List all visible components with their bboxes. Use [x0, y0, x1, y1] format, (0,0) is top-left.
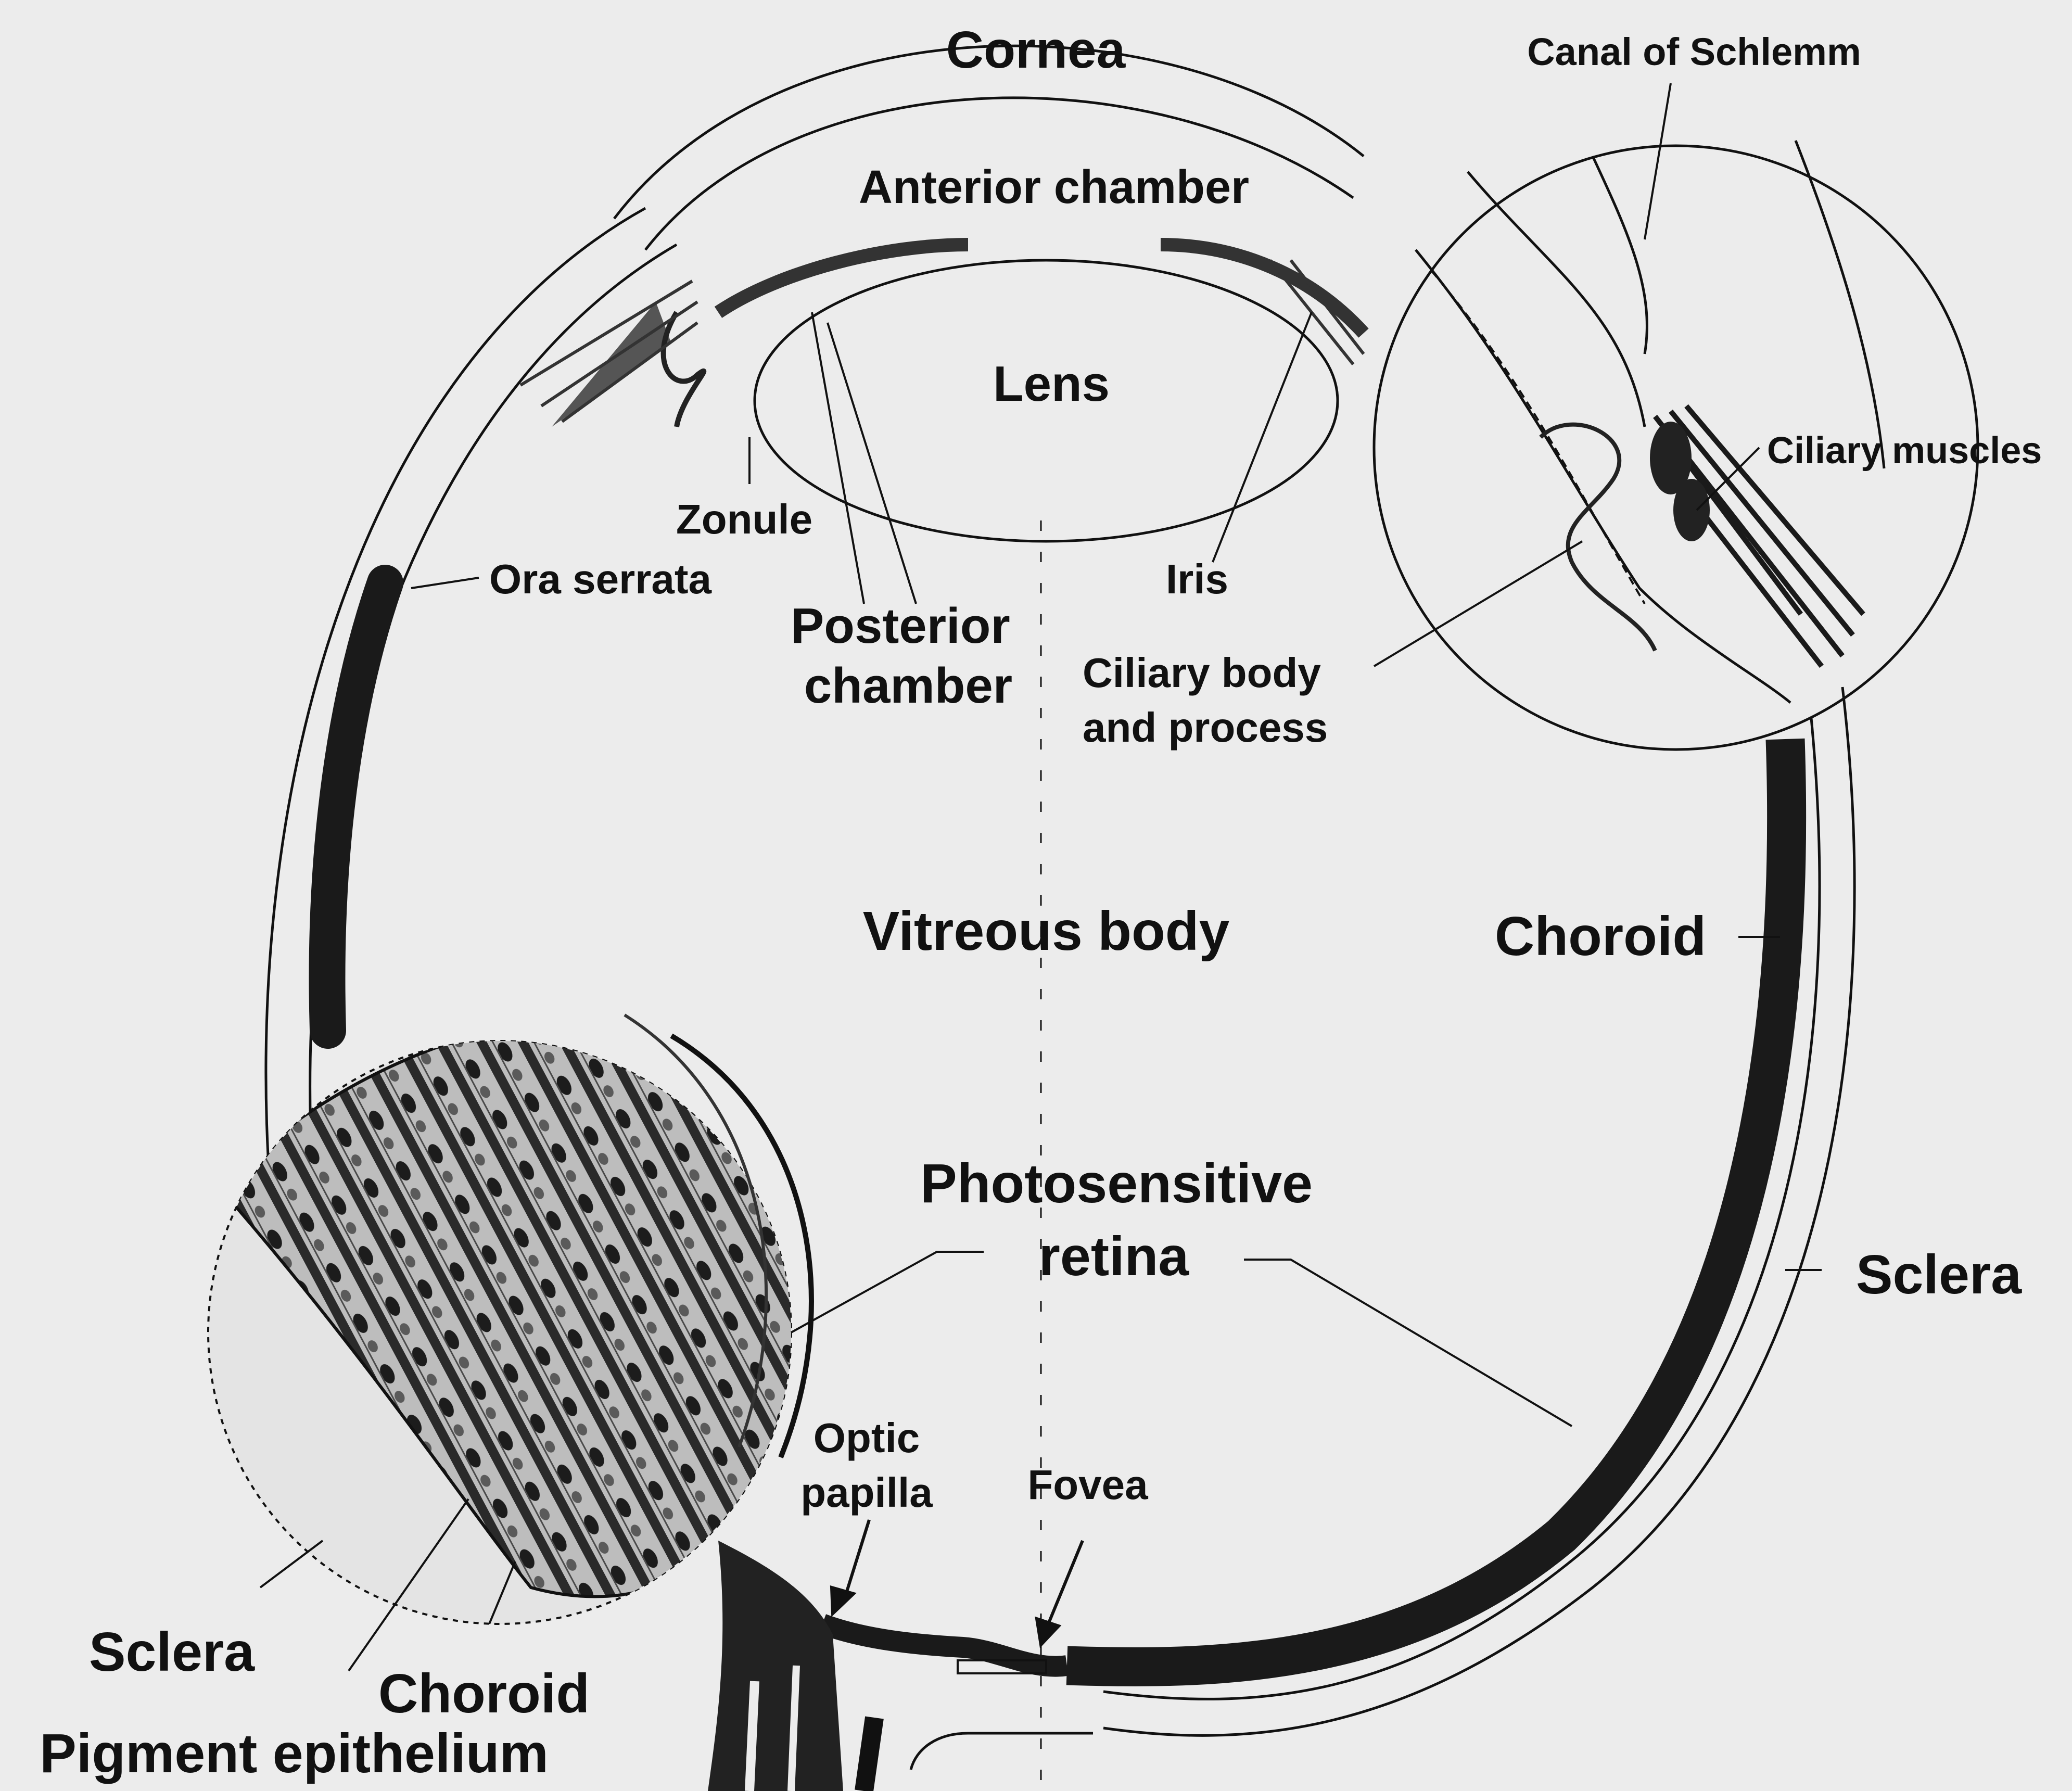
- label-ora-serrata: Ora serrata: [489, 556, 711, 602]
- label-vitreous-body: Vitreous body: [863, 900, 1230, 962]
- arrow-fovea-shaft: [1046, 1541, 1083, 1629]
- leader-photosensitive-left: [791, 1252, 984, 1332]
- label-ciliary-body-2: and process: [1083, 704, 1328, 751]
- label-posterior-chamber-1: Posterior: [791, 598, 1010, 654]
- label-fovea: Fovea: [1027, 1462, 1148, 1508]
- arrow-optic-papilla-head: [832, 1587, 854, 1614]
- leader-iris: [1213, 312, 1312, 562]
- label-posterior-chamber-2: chamber: [804, 658, 1012, 714]
- leader-ora-serrata: [411, 578, 479, 588]
- label-pigment-epithelium: Pigment epithelium: [40, 1723, 549, 1784]
- label-optic-papilla-2: papilla: [800, 1469, 933, 1516]
- label-choroid-left: Choroid: [378, 1663, 590, 1724]
- label-sclera-left: Sclera: [89, 1621, 255, 1683]
- label-canal-of-schlemm: Canal of Schlemm: [1527, 30, 1861, 73]
- leader-ciliary-body: [1374, 541, 1582, 666]
- label-choroid-right: Choroid: [1495, 906, 1706, 967]
- iris-left: [520, 245, 968, 427]
- label-zonule: Zonule: [676, 496, 812, 542]
- leader-sclera-left: [260, 1541, 323, 1587]
- label-lens: Lens: [993, 356, 1110, 412]
- iris-right: [1161, 245, 1364, 364]
- label-iris: Iris: [1166, 556, 1228, 602]
- leader-posterior-chamber-b: [828, 323, 916, 604]
- arrows: [832, 1520, 1083, 1645]
- leader-canal-of-schlemm: [1645, 83, 1671, 239]
- label-ciliary-body-1: Ciliary body: [1083, 650, 1321, 696]
- label-ciliary-muscles: Ciliary muscles: [1767, 430, 2042, 472]
- left-choroid-band: [327, 583, 385, 1031]
- label-optic-papilla-1: Optic: [813, 1415, 920, 1461]
- arrow-fovea-head: [1037, 1619, 1059, 1645]
- label-sclera-right: Sclera: [1856, 1244, 2022, 1305]
- leader-photosensitive-right: [1244, 1260, 1572, 1426]
- label-anterior-chamber: Anterior chamber: [859, 161, 1249, 213]
- label-cornea: Cornea: [946, 21, 1126, 79]
- label-photosensitive-1: Photosensitive: [920, 1153, 1313, 1214]
- label-photosensitive-2: retina: [1039, 1226, 1190, 1287]
- retina-magnified-inset: [208, 1015, 811, 1624]
